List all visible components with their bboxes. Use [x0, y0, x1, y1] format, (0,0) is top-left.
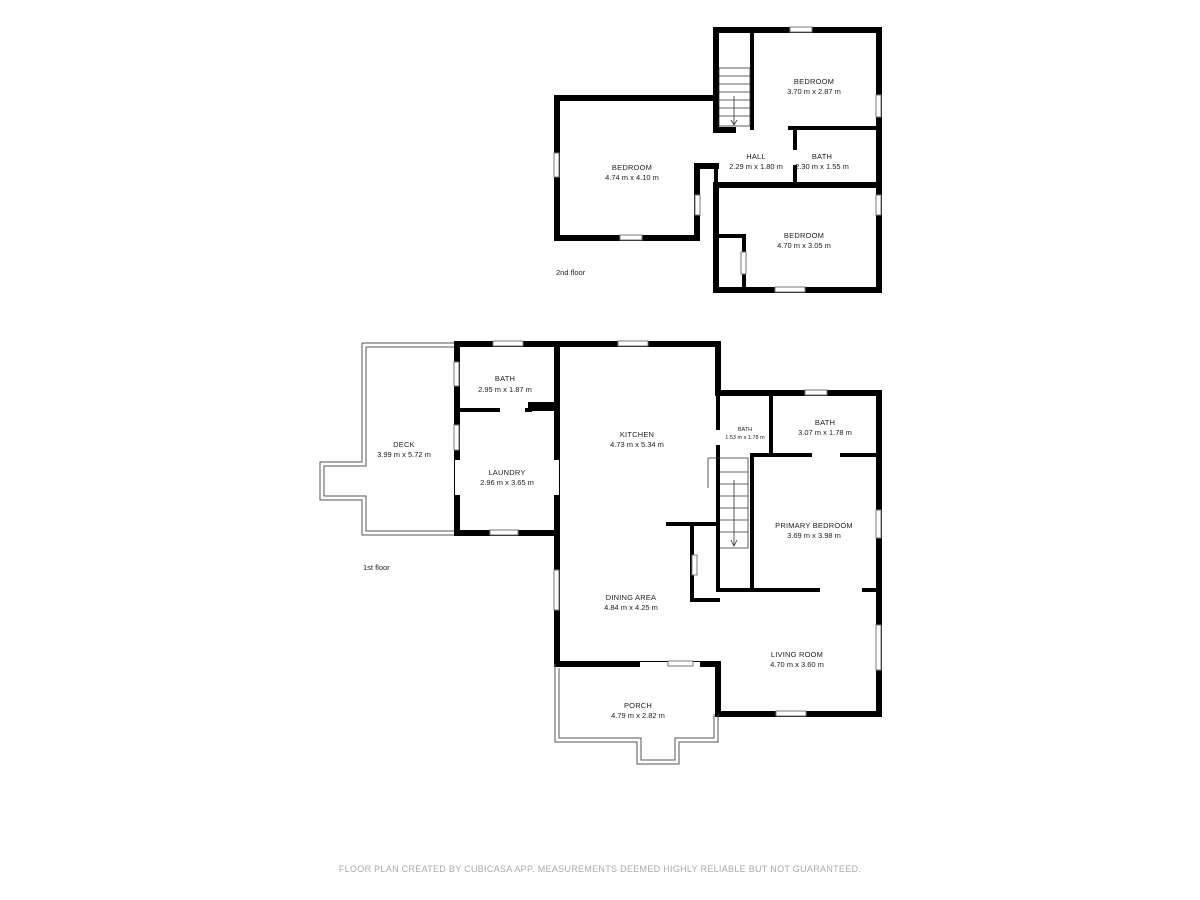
- lower-block-walls: [713, 182, 882, 293]
- stairs-upper: [718, 67, 751, 127]
- room-dims-bath-upstairs: 2.30 m x 1.55 m: [795, 162, 849, 171]
- room-name-deck: DECK: [393, 440, 415, 449]
- room-dims-dining-area: 4.84 m x 4.25 m: [604, 603, 658, 612]
- room-name-bath-upstairs: BATH: [812, 152, 832, 161]
- stairs-lower: [707, 457, 749, 549]
- room-dims-bath-primary: 3.07 m x 1.78 m: [798, 428, 852, 437]
- room-name-kitchen: KITCHEN: [620, 430, 654, 439]
- room-name-porch: PORCH: [624, 701, 652, 710]
- floor-label-first: 1st floor: [363, 563, 390, 572]
- room-dims-bedroom-top: 3.70 m x 2.87 m: [787, 87, 841, 96]
- room-dims-hall: 2.29 m x 1.80 m: [729, 162, 783, 171]
- room-name-bath-small: BATH: [738, 427, 752, 433]
- room-dims-laundry: 2.96 m x 3.65 m: [480, 478, 534, 487]
- room-dims-primary-bedroom: 3.69 m x 3.98 m: [787, 531, 841, 540]
- floor-label-second: 2nd floor: [556, 268, 586, 277]
- upper-block-walls: [713, 27, 882, 188]
- room-name-hall: HALL: [746, 152, 766, 161]
- room-dims-bath-laundry: 2.95 m x 1.87 m: [478, 385, 532, 394]
- room-name-primary-bedroom: PRIMARY BEDROOM: [775, 521, 853, 530]
- room-name-bath-laundry: BATH: [495, 374, 515, 383]
- room-name-bedroom-left: BEDROOM: [612, 163, 652, 172]
- footer-credit: FLOOR PLAN CREATED BY CUBICASA APP. MEAS…: [339, 864, 861, 874]
- main-house-walls: [554, 341, 882, 717]
- room-name-bath-primary: BATH: [815, 418, 835, 427]
- laundry-block-walls: [454, 341, 560, 536]
- room-dims-kitchen: 4.73 m x 5.34 m: [610, 440, 664, 449]
- first-floor-plan: [319, 340, 882, 765]
- room-dims-bedroom-lower: 4.70 m x 3.05 m: [777, 241, 831, 250]
- room-dims-living-room: 4.70 m x 3.60 m: [770, 660, 824, 669]
- room-dims-bath-small: 1.53 m x 1.78 m: [725, 435, 765, 441]
- room-dims-deck: 3.99 m x 5.72 m: [377, 450, 431, 459]
- bedroom-left-walls: [554, 95, 719, 241]
- room-name-living-room: LIVING ROOM: [771, 650, 823, 659]
- room-dims-porch: 4.79 m x 2.82 m: [611, 711, 665, 720]
- room-dims-bedroom-left: 4.74 m x 4.10 m: [605, 173, 659, 182]
- second-floor-plan: [553, 26, 882, 293]
- room-name-bedroom-top: BEDROOM: [794, 77, 834, 86]
- deck-outline: [319, 342, 457, 536]
- room-name-laundry: LAUNDRY: [488, 468, 525, 477]
- porch-outline: [554, 664, 719, 765]
- room-name-dining-area: DINING AREA: [606, 593, 657, 602]
- room-name-bedroom-lower: BEDROOM: [784, 231, 824, 240]
